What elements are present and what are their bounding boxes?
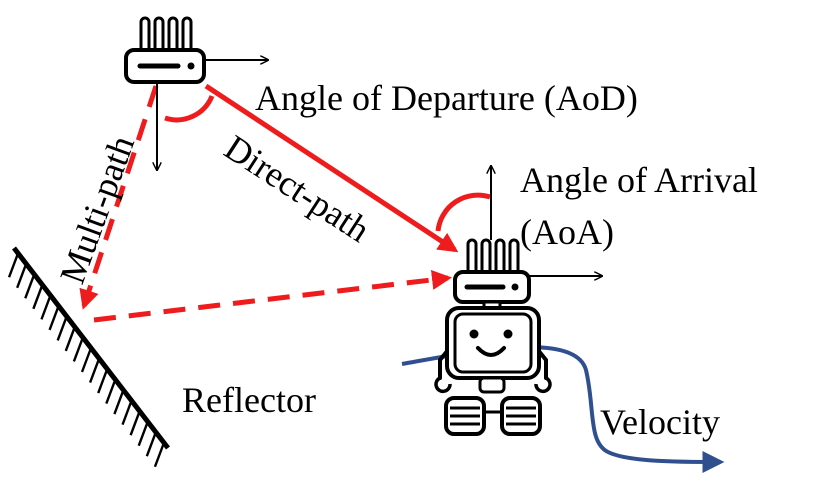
reflector-hatch-mark: [153, 442, 166, 468]
direct-path-line: [204, 83, 459, 253]
reflector-hatch-mark: [88, 358, 101, 383]
multi-path-line-to-reflector: [79, 85, 159, 310]
reflector-hatch-mark: [121, 400, 133, 426]
reflector-hatch-mark: [145, 431, 157, 457]
reflector-hatch-mark: [97, 368, 109, 394]
aoa-label-line1: Angle of Arrival: [520, 160, 758, 200]
reflector-hatch-mark: [48, 305, 60, 331]
reflector-hatch-mark: [129, 410, 141, 436]
aod-angle-arc: [164, 94, 215, 123]
reflector-hatch-mark: [24, 273, 36, 299]
reflector-hatch-mark: [113, 389, 125, 415]
reflector-wall-icon: [7, 246, 170, 468]
velocity-label: Velocity: [600, 402, 720, 442]
aod-label: Angle of Departure (AoD): [255, 78, 638, 118]
reflector-hatch-mark: [56, 315, 68, 341]
reflector-hatch-mark: [40, 294, 52, 320]
multi-path-label: Multi-path: [52, 130, 142, 288]
multi-path-line-to-receiver: [93, 269, 452, 323]
reflector-hatch-mark: [32, 284, 44, 310]
aoa-angle-arc: [435, 192, 491, 232]
reflector-hatch-mark: [72, 337, 85, 362]
receiver-robot-icon: [434, 238, 552, 436]
transmitter-router-icon: [124, 16, 206, 84]
reflector-hatch-mark: [80, 347, 93, 373]
reflector-hatch-mark: [105, 379, 117, 405]
reflector-hatch-mark: [137, 421, 149, 447]
reflector-hatch-mark: [16, 263, 28, 289]
reflector-label: Reflector: [182, 380, 316, 420]
reflector-hatch-mark: [7, 252, 20, 278]
reflector-hatch-mark: [64, 326, 76, 352]
aoa-label-line2: (AoA): [520, 212, 614, 252]
